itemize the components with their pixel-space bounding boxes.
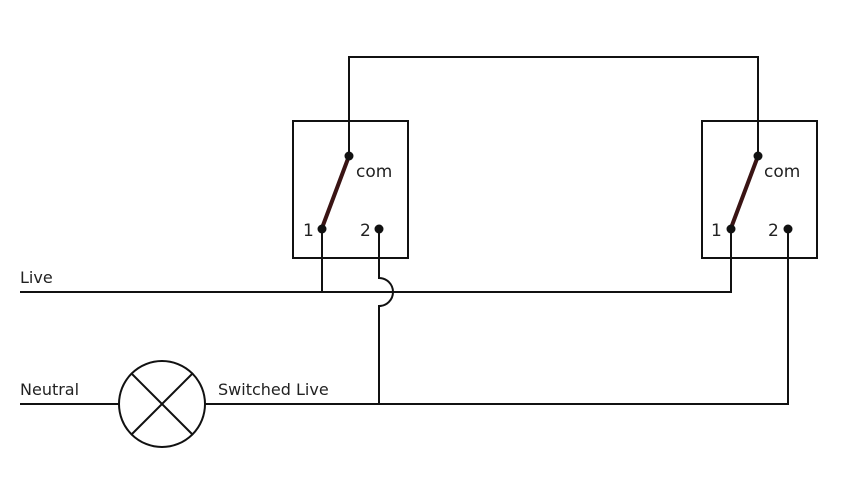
switch-left: com 1 2 [292, 120, 409, 259]
lamp-cross-b [130, 372, 194, 436]
neutral-label: Neutral [20, 380, 79, 399]
switch-right-box [701, 120, 818, 259]
switch-left-lever [320, 154, 351, 230]
switch-right-1-label: 1 [711, 221, 722, 241]
switch-right-2-label: 2 [768, 221, 779, 241]
switch-left-com-terminal [344, 151, 354, 161]
switch-right-lever [729, 154, 760, 230]
switch-left-2-label: 2 [360, 221, 371, 241]
switched-live-label: Switched Live [218, 380, 329, 399]
live-wire-to-right-switch [380, 229, 732, 293]
live-label: Live [20, 268, 53, 287]
left-terminal-2-wire-with-crossover [378, 229, 394, 404]
switch-left-1-label: 1 [303, 221, 314, 241]
lamp-circle [118, 360, 206, 448]
switch-left-box [292, 120, 409, 259]
lamp-icon [118, 360, 206, 448]
switch-right: com 1 2 [701, 120, 818, 259]
strapper-wire-top [348, 56, 759, 156]
right-terminal-2-wire [205, 229, 789, 405]
switch-right-com-terminal [753, 151, 763, 161]
switch-right-com-label: com [764, 162, 800, 182]
switch-left-com-label: com [356, 162, 392, 182]
